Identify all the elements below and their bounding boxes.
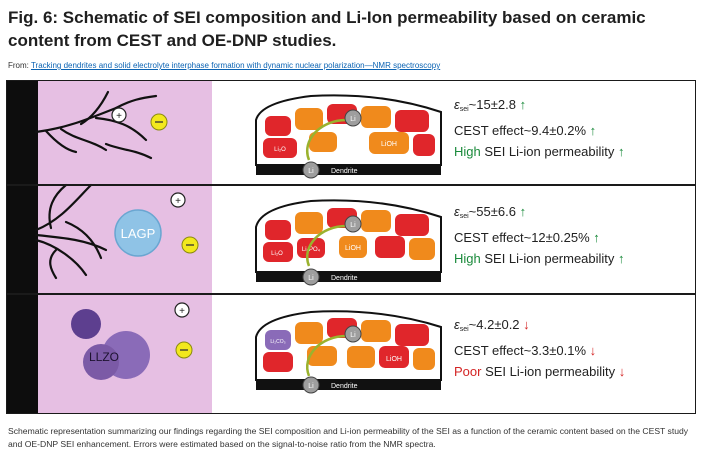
svg-text:+: + <box>179 306 185 317</box>
permeability-line: High SEI Li-ion permeability ↑ <box>454 251 625 266</box>
electron-yellow-icon <box>181 236 199 254</box>
sei-schematics: Li₂O LiOH Li Li Dendrite Li₂O Li₃PO₄ L <box>255 94 442 394</box>
from-line: From: Tracking dendrites and solid elect… <box>8 61 698 71</box>
sei-label-lioh: LiOH <box>386 356 402 363</box>
up-arrow-icon: ↑ <box>589 123 597 138</box>
up-arrow-icon: ↑ <box>618 251 625 266</box>
sei-label-lioh: LiOH <box>345 245 361 252</box>
plus-ion-icon: + <box>111 107 127 123</box>
row3-properties: εsei~4.2±0.2 ↓ CEST effect~3.3±0.1% ↓ Po… <box>454 314 694 382</box>
lithium-ion-icon: Li <box>308 383 314 390</box>
dendrite-label: Dendrite <box>331 275 358 282</box>
dendrite-branch-icon <box>34 90 158 160</box>
row1-properties: εsei~15±2.8 ↑ CEST effect~9.4±0.2% ↑ Hig… <box>454 94 694 162</box>
sei-layer-row3: Li₂CO₃ LiOH Li Li Dendrite <box>255 310 442 394</box>
row-divider <box>6 293 696 295</box>
figure-title: Fig. 6: Schematic of SEI composition and… <box>8 8 646 50</box>
lithium-ion-icon: Li <box>308 168 314 175</box>
sei-layer-row1: Li₂O LiOH Li Li Dendrite <box>255 94 442 179</box>
lithium-anode-bar <box>6 80 38 414</box>
sei-label-li3po4: Li₃PO₄ <box>302 247 321 253</box>
sei-label-li2o: Li₂O <box>274 147 286 153</box>
svg-text:+: + <box>175 196 181 207</box>
llzo-particle-icon <box>71 309 101 339</box>
lagp-label: LAGP <box>121 226 156 241</box>
up-arrow-icon: ↑ <box>519 97 527 112</box>
eps-line: εsei~15±2.8 ↑ <box>454 97 527 113</box>
svg-text:+: + <box>116 111 122 122</box>
down-arrow-icon: ↓ <box>618 364 626 379</box>
cest-line: CEST effect~12±0.25% ↑ <box>454 230 600 245</box>
permeability-line: High SEI Li-ion permeability ↑ <box>454 144 625 159</box>
dendrite-label: Dendrite <box>331 168 358 175</box>
lithium-ion-icon: Li <box>350 116 356 123</box>
from-label: From: <box>8 61 29 70</box>
source-article-link[interactable]: Tracking dendrites and solid electrolyte… <box>30 61 441 70</box>
eps-line: εsei~4.2±0.2 ↓ <box>454 317 530 333</box>
sei-label-li2co3: Li₂CO₃ <box>270 339 285 345</box>
lithium-ion-icon: Li <box>350 332 356 339</box>
dendrite-branch-icon <box>34 183 108 280</box>
plus-ion-icon: + <box>170 192 186 208</box>
dendrite-label: Dendrite <box>331 383 358 390</box>
up-arrow-icon: ↑ <box>618 144 625 159</box>
llzo-label: LLZO <box>89 350 119 364</box>
electron-yellow-icon <box>175 341 193 359</box>
down-arrow-icon: ↓ <box>589 343 597 358</box>
figure-image: LAGP LLZO + + + Li₂O LiOH <box>6 80 696 414</box>
cest-line: CEST effect~9.4±0.2% ↑ <box>454 123 597 138</box>
eps-line: εsei~55±6.6 ↑ <box>454 204 527 220</box>
up-arrow-icon: ↑ <box>593 230 600 245</box>
sei-label-lioh: LiOH <box>381 141 397 148</box>
plus-ion-icon: + <box>174 302 190 318</box>
row2-properties: εsei~55±6.6 ↑ CEST effect~12±0.25% ↑ Hig… <box>454 201 694 269</box>
llzo-particle-icon <box>83 344 119 380</box>
row-divider <box>6 184 696 186</box>
sei-layer-row2: Li₂O Li₃PO₄ LiOH Li Li Dendrite <box>255 199 442 286</box>
electron-yellow-icon <box>150 113 168 131</box>
cest-line: CEST effect~3.3±0.1% ↓ <box>454 343 597 358</box>
figure-caption: Schematic representation summarizing our… <box>8 426 689 449</box>
figure-border <box>6 80 696 414</box>
lithium-ion-icon: Li <box>350 222 356 229</box>
permeability-line: Poor SEI Li-ion permeability ↓ <box>454 364 626 379</box>
lagp-particle-icon <box>114 209 162 257</box>
sei-label-li2o: Li₂O <box>271 251 283 257</box>
dendrite-illustration: LAGP LLZO + + + <box>34 90 199 380</box>
up-arrow-icon: ↑ <box>519 204 527 219</box>
down-arrow-icon: ↓ <box>523 317 530 332</box>
lithium-ion-icon: Li <box>308 275 314 282</box>
